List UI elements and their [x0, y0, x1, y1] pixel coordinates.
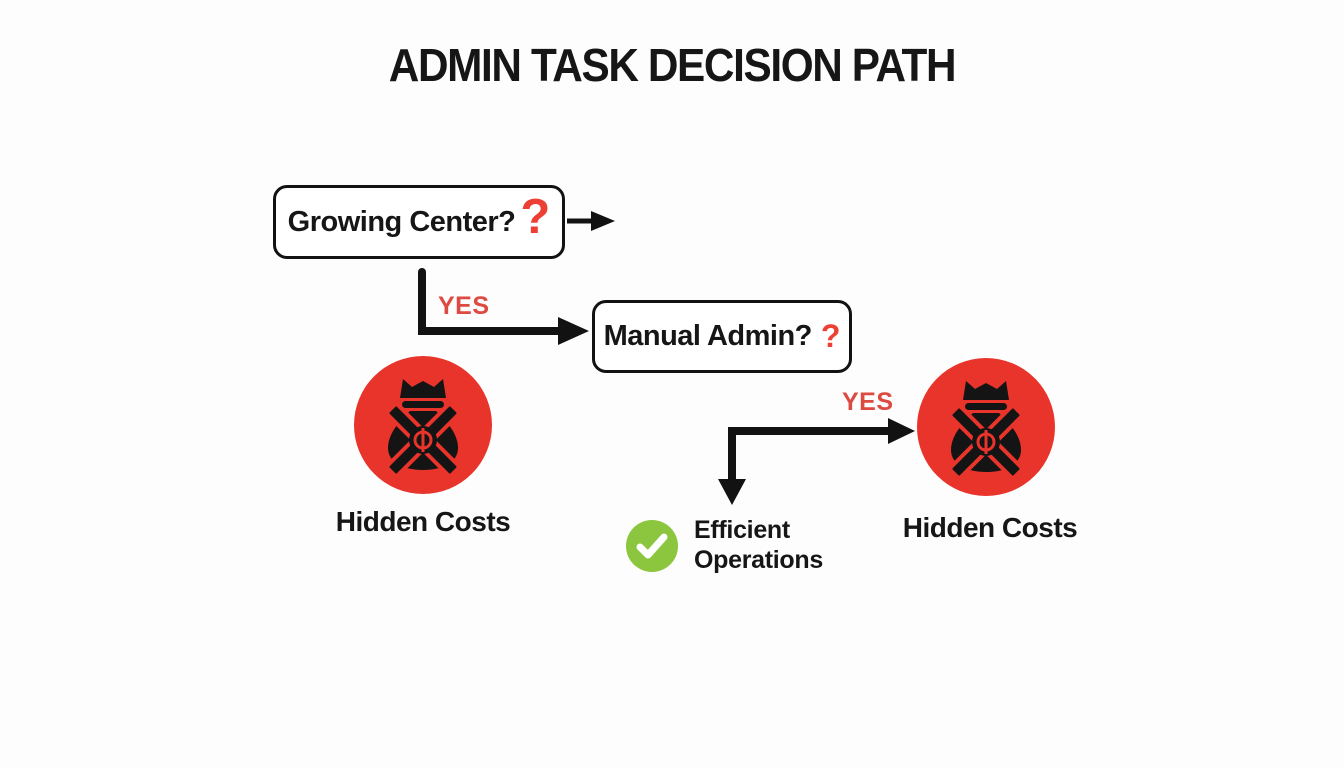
decision-box-growing-center: Growing Center? ?	[273, 185, 565, 259]
checkmark-icon	[626, 520, 678, 572]
arrowhead-down	[718, 479, 746, 505]
arrowhead-growing-right	[591, 211, 615, 231]
question-mark-icon: ?	[520, 189, 551, 244]
hidden-costs-label-right: Hidden Costs	[902, 512, 1078, 543]
arrowhead-yes-right	[888, 418, 915, 444]
yes-branch-label-2: YES	[842, 388, 894, 416]
question-mark-icon: ?	[820, 317, 841, 354]
yes-branch-label-1: YES	[438, 292, 490, 320]
efficient-operations-node: Efficient Operations	[626, 515, 844, 575]
efficient-operations-label: Efficient Operations	[694, 516, 823, 574]
arrow-manual-branch	[728, 427, 892, 483]
arrowhead-to-manual	[558, 317, 589, 345]
money-bag-crossed-icon	[917, 358, 1055, 496]
page-title: ADMIN TASK DECISION PATH	[388, 39, 957, 91]
money-bag-crossed-icon	[354, 356, 492, 494]
growing-center-label: Growing Center?	[287, 205, 516, 238]
decision-box-manual-admin: Manual Admin? ?	[592, 300, 852, 373]
hidden-costs-label-left: Hidden Costs	[335, 506, 511, 537]
manual-admin-label: Manual Admin?	[603, 320, 813, 352]
